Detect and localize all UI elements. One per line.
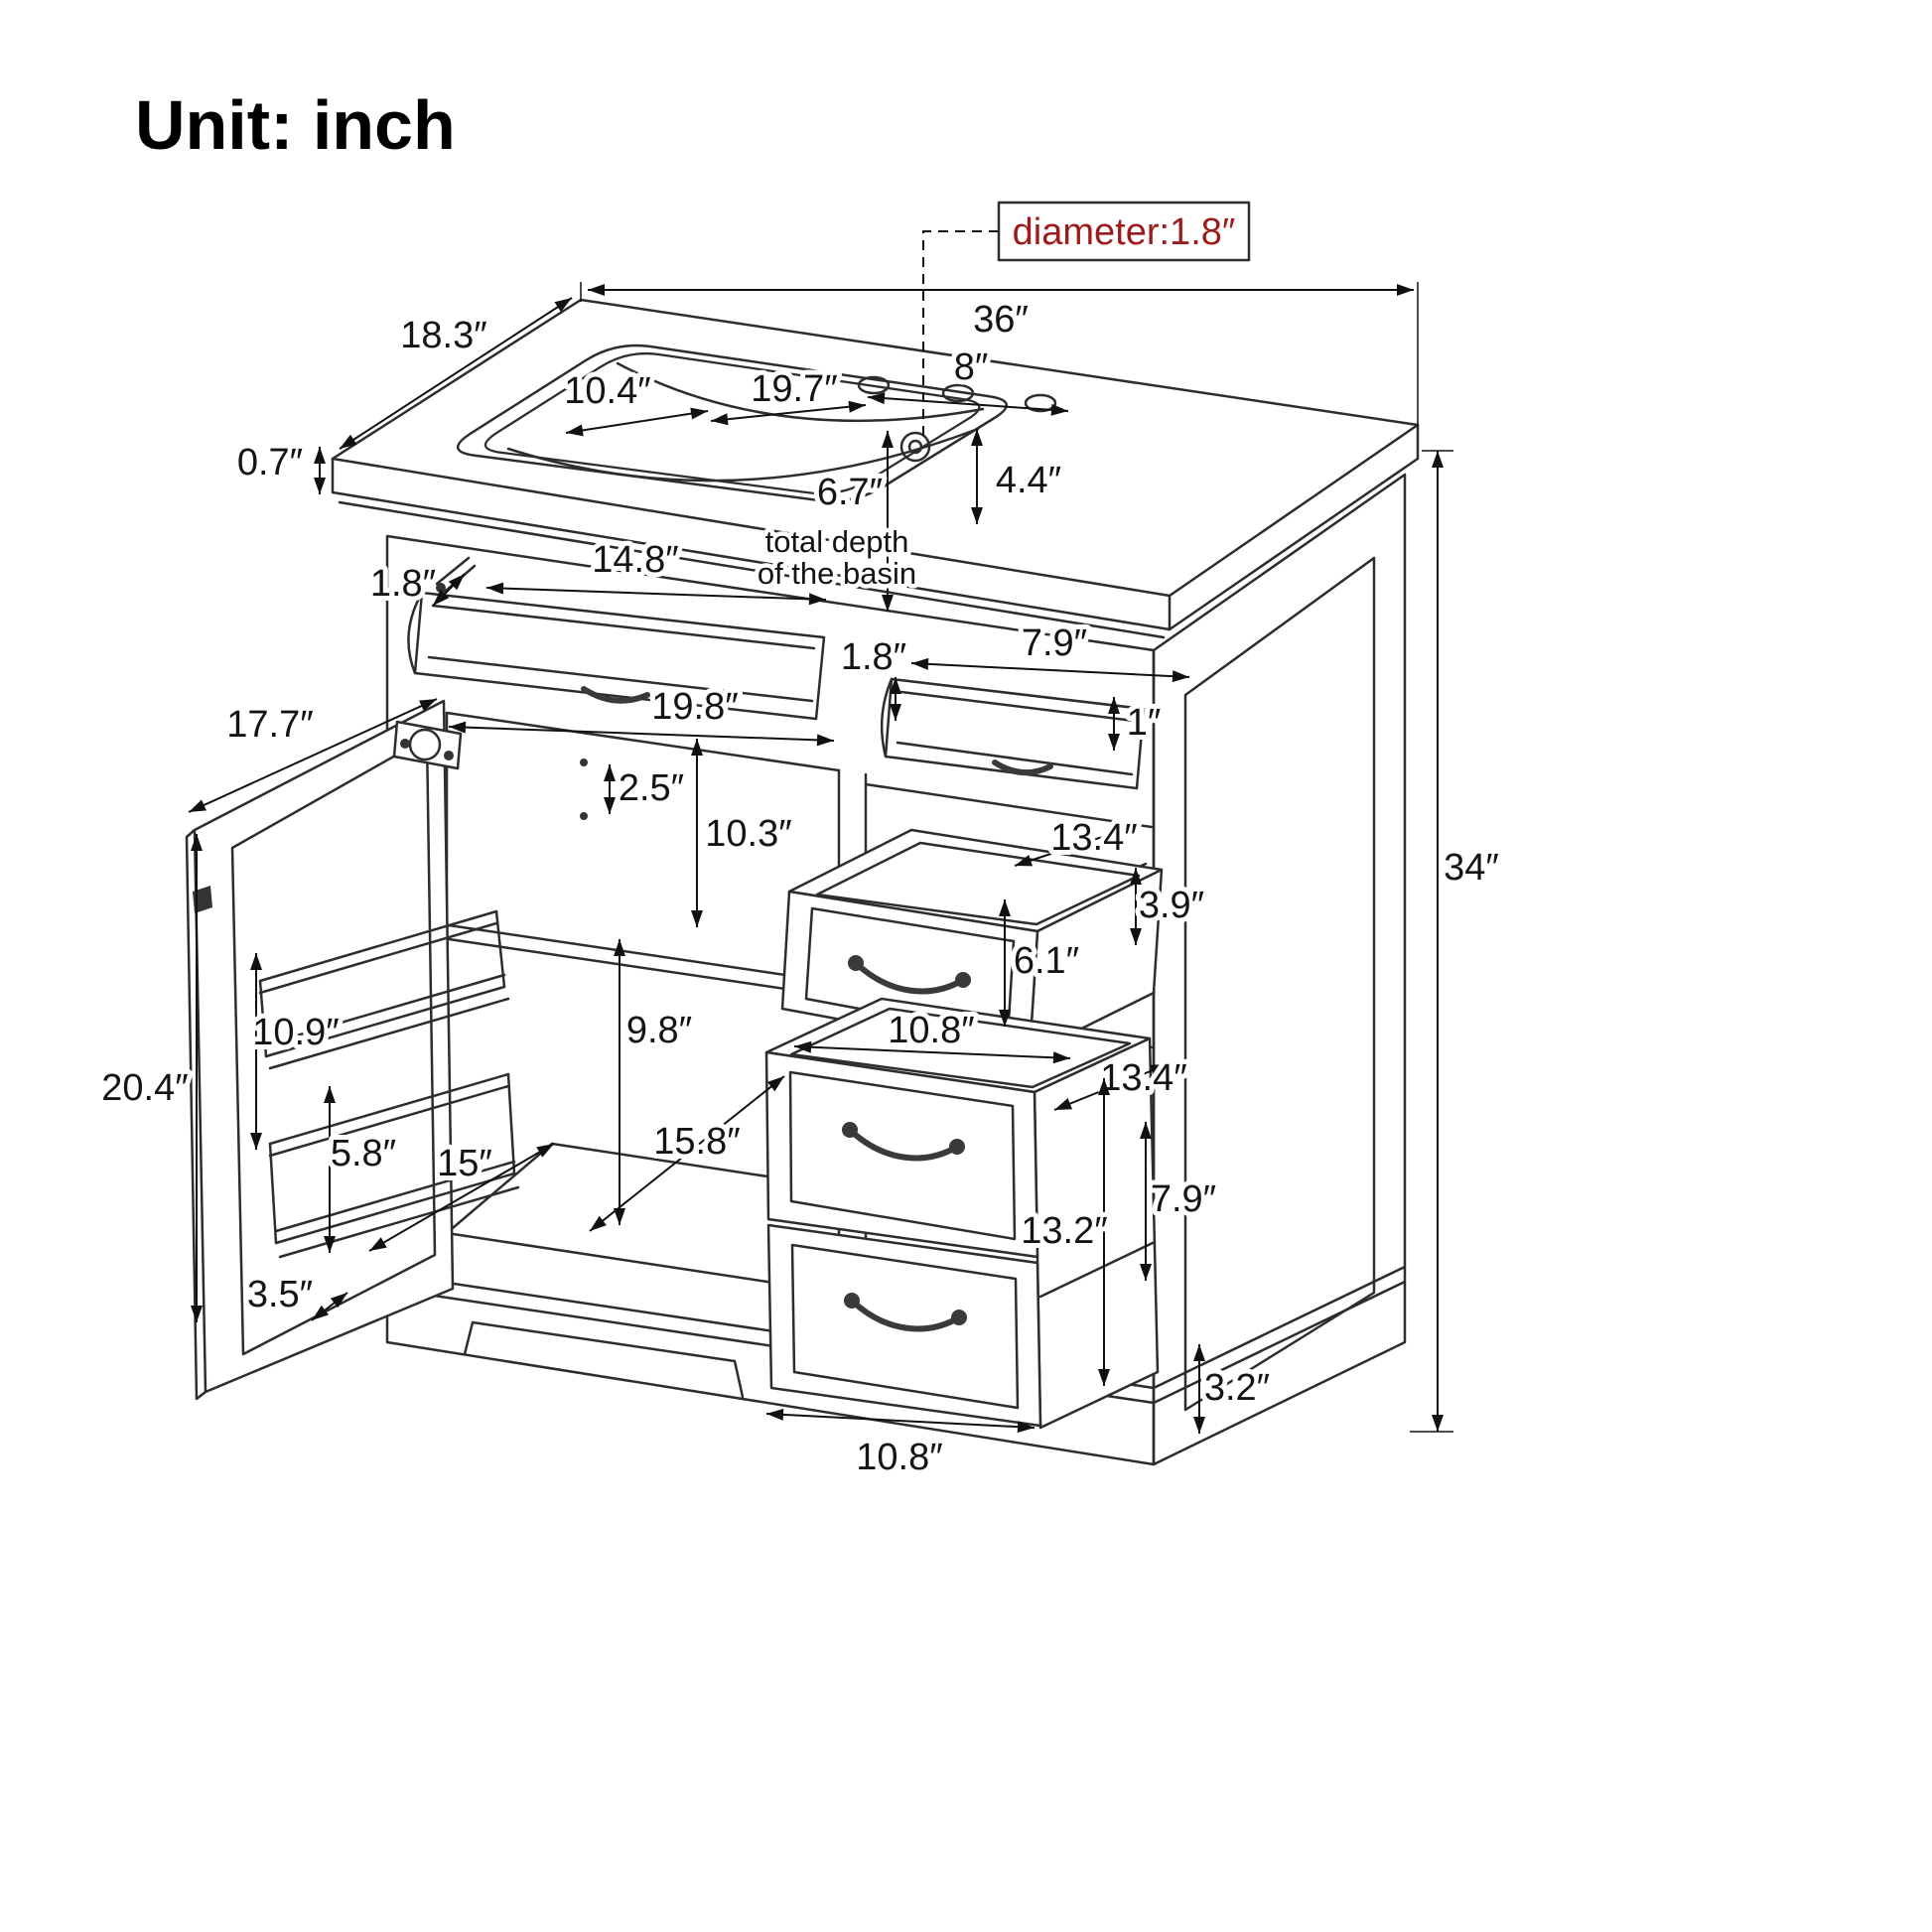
dim-19-7: 19.7″: [710, 363, 867, 426]
page-title: Unit: inch: [135, 86, 456, 164]
svg-text:34″: 34″: [1444, 847, 1499, 889]
lower-drawer-bank: [764, 997, 1160, 1430]
svg-text:1″: 1″: [1127, 702, 1162, 744]
dim-9-8: 9.8″: [614, 939, 697, 1225]
dim-7-9-drawer: 7.9″: [1140, 1122, 1221, 1281]
svg-text:10.9″: 10.9″: [252, 1012, 339, 1053]
drawer-handle: [848, 955, 971, 995]
svg-text:36″: 36″: [973, 299, 1029, 341]
svg-text:13.4″: 13.4″: [1050, 817, 1137, 859]
drain: [899, 431, 931, 463]
dim-14-8: 14.8″: [485, 534, 827, 606]
svg-text:10.8″: 10.8″: [856, 1437, 942, 1478]
svg-text:2.5″: 2.5″: [619, 767, 684, 809]
dim-3-2: 3.2″: [1193, 1344, 1275, 1434]
dim-10-8-upper: 10.8″: [793, 1005, 1071, 1064]
svg-text:17.7″: 17.7″: [226, 704, 313, 746]
svg-text:3.2″: 3.2″: [1204, 1367, 1270, 1409]
basin-note-line2: of the basin: [758, 556, 916, 591]
svg-text:13.4″: 13.4″: [1100, 1057, 1186, 1099]
drawer-handle: [844, 1293, 967, 1332]
svg-text:19.7″: 19.7″: [751, 368, 837, 410]
dim-10-9: 10.9″: [247, 953, 345, 1150]
dim-10-3: 10.3″: [691, 739, 797, 927]
svg-text:10.8″: 10.8″: [888, 1010, 974, 1051]
tilt-tray-left: [407, 556, 826, 721]
svg-text:6.1″: 6.1″: [1014, 940, 1079, 982]
svg-text:1.8″: 1.8″: [370, 563, 436, 605]
svg-text:3.9″: 3.9″: [1139, 885, 1204, 926]
door-rack-upper: [258, 909, 510, 1070]
dim-6-7: 6.7″ total depth of the basin: [753, 431, 921, 612]
svg-text:1.8″: 1.8″: [841, 636, 906, 678]
dim-1: 1″: [1108, 697, 1166, 751]
dim-3-5: 3.5″: [242, 1269, 348, 1321]
dim-13-4-lower: 13.4″: [1053, 1052, 1192, 1111]
svg-text:14.8″: 14.8″: [592, 539, 678, 581]
dim-15-8: 15.8″: [589, 1075, 785, 1232]
svg-text:0.7″: 0.7″: [237, 442, 303, 483]
dim-1-8-mid: 1.8″: [836, 631, 911, 721]
sink-basin: [457, 344, 1008, 502]
svg-text:20.4″: 20.4″: [101, 1067, 188, 1109]
tray-handle: [992, 759, 1053, 775]
svg-text:5.8″: 5.8″: [331, 1133, 396, 1174]
drawer-handle: [842, 1122, 965, 1162]
svg-text:18.3″: 18.3″: [400, 315, 486, 356]
dim-1-8-left: 1.8″: [365, 558, 466, 610]
svg-text:3.5″: 3.5″: [247, 1274, 313, 1315]
dim-34: 34″: [1410, 450, 1504, 1433]
dim-36: 36″: [580, 282, 1419, 427]
dim-3-9: 3.9″: [1130, 868, 1209, 945]
svg-text:8″: 8″: [954, 346, 989, 388]
dim-15: 15″: [368, 1138, 555, 1252]
svg-text:4.4″: 4.4″: [996, 460, 1061, 501]
svg-text:10.4″: 10.4″: [564, 370, 650, 412]
dim-6-1: 6.1″: [999, 899, 1084, 1027]
dim-10-4: 10.4″: [559, 365, 709, 437]
dim-13-4-upper: 13.4″: [1014, 812, 1143, 867]
dim-19-8: 19.8″: [448, 681, 835, 747]
dim-20-4: 20.4″: [96, 834, 203, 1322]
basin-note-line1: total depth: [765, 524, 909, 559]
tray-handle: [581, 686, 650, 704]
dim-17-7: 17.7″: [188, 698, 438, 813]
svg-text:9.8″: 9.8″: [626, 1010, 692, 1051]
dim-7-9-tray: 7.9″: [910, 618, 1190, 683]
dim-2-5: 2.5″: [604, 762, 689, 814]
svg-text:6.7″: 6.7″: [817, 472, 883, 513]
dim-18-3: 18.3″: [339, 297, 573, 450]
diameter-callout-label: diameter:1.8″: [1013, 211, 1236, 253]
dim-13-2: 13.2″: [1016, 1078, 1113, 1386]
dim-10-8-lower: 10.8″: [765, 1408, 1035, 1483]
svg-text:10.3″: 10.3″: [705, 813, 791, 855]
dim-4-4: 4.4″: [971, 429, 1066, 524]
dimensions: 18.3″ 36″ 8″ 10.4″ 19.7″ 0.7″ 4.4″ 6.7″ …: [96, 282, 1504, 1483]
svg-text:13.2″: 13.2″: [1021, 1210, 1107, 1252]
svg-text:7.9″: 7.9″: [1022, 622, 1087, 664]
diameter-callout: diameter:1.8″: [922, 201, 1251, 437]
svg-text:15″: 15″: [437, 1143, 492, 1184]
tilt-tray-right: [880, 677, 1146, 790]
svg-text:19.8″: 19.8″: [651, 686, 738, 728]
dim-0-7: 0.7″: [232, 437, 326, 494]
dim-8: 8″: [867, 342, 1069, 416]
svg-text:7.9″: 7.9″: [1151, 1178, 1216, 1220]
door: [185, 699, 520, 1401]
svg-text:15.8″: 15.8″: [653, 1121, 740, 1163]
